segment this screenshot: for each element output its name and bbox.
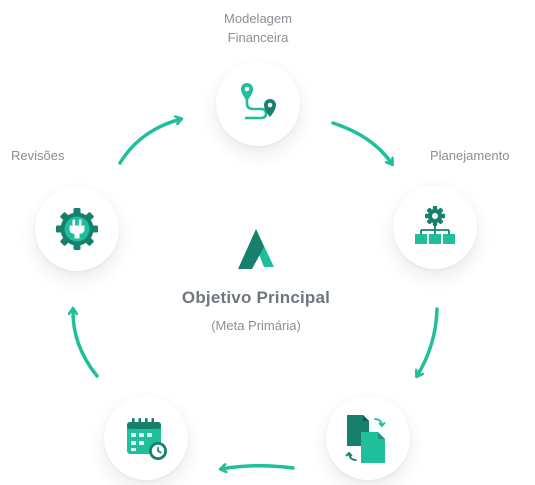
calendar-clock-icon	[127, 418, 167, 460]
node-execucao[interactable]	[326, 396, 410, 480]
arrow-modelagem-to-planejamento	[331, 121, 392, 164]
map-route-icon	[241, 83, 276, 120]
center-subtitle: (Meta Primária)	[211, 318, 301, 333]
label-modelagem-financeira: Modelagem Financeira	[208, 9, 308, 47]
arrow-agenda-to-revisoes	[73, 309, 99, 378]
label-revisoes: Revisões	[11, 148, 65, 163]
label-modelagem-line2: Financeira	[227, 30, 289, 45]
node-agenda[interactable]	[104, 396, 188, 480]
brand-a-logo	[238, 229, 274, 269]
label-modelagem-line1: Modelagem	[224, 11, 292, 26]
node-revisoes[interactable]	[35, 187, 119, 271]
gear-plug-icon	[56, 208, 98, 250]
label-planejamento: Planejamento	[430, 148, 510, 163]
document-swap-icon	[345, 415, 386, 463]
center-title: Objetivo Principal	[181, 288, 331, 307]
node-planejamento[interactable]	[393, 185, 477, 269]
node-modelagem-financeira[interactable]	[216, 62, 300, 146]
arrow-planejamento-to-execucao	[417, 307, 439, 376]
arrow-execucao-to-agenda	[221, 466, 295, 469]
arrow-revisoes-to-modelagem	[118, 119, 181, 165]
org-chart-gear-icon	[415, 206, 455, 244]
